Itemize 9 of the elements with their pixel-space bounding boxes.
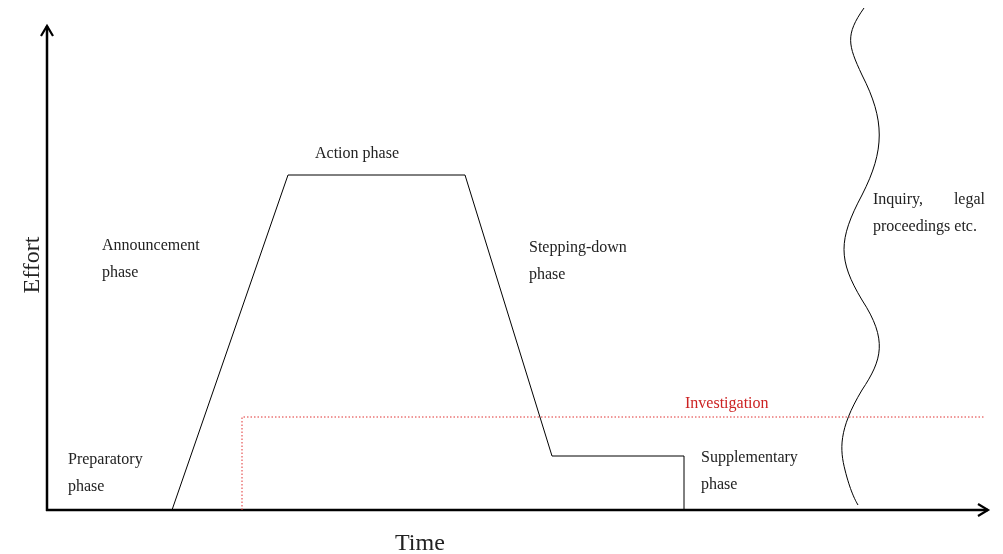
axis-label: Time [395, 528, 445, 554]
axis-label: Effort [17, 236, 46, 294]
phase-label: Investigation [685, 393, 769, 414]
phase-label: Announcement phase [102, 235, 201, 283]
phase-label: Stepping-down phase [529, 237, 628, 285]
phase-label: Preparatory phase [68, 449, 144, 497]
phase-label: Supplementary phase [701, 447, 799, 495]
phase-label: Inquiry, legal proceedings etc. [873, 189, 985, 237]
phase-label: Action phase [315, 143, 399, 164]
